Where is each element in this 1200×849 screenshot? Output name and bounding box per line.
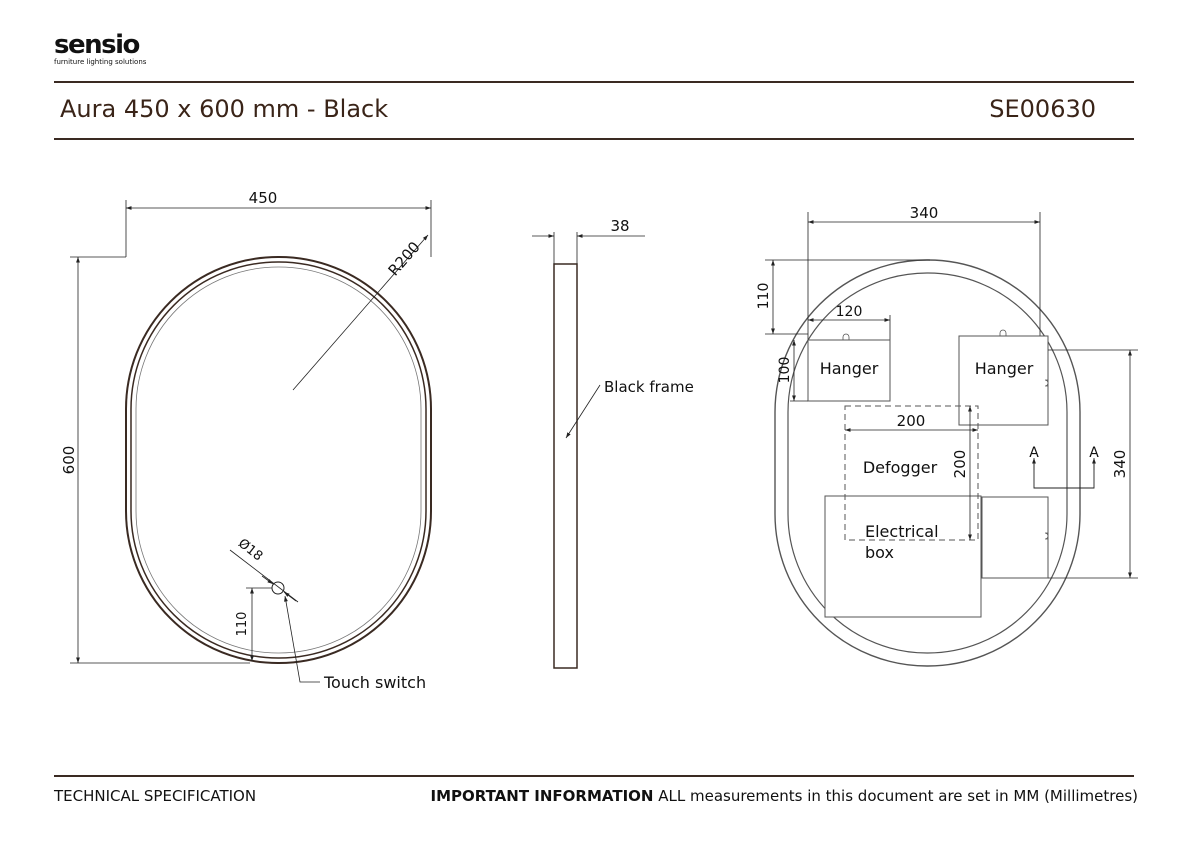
radius-leader-line (292, 234, 429, 391)
right-hanger (958, 335, 1049, 426)
defogger-width-label: 200 (897, 412, 926, 430)
hanger-spacing-label: 340 (910, 204, 939, 222)
mirror-outer-frame (125, 256, 432, 664)
depth-dimension-label: 38 (610, 217, 629, 235)
product-code: SE00630 (989, 95, 1096, 123)
footer-rule (54, 775, 1134, 777)
switch-diameter-leader (229, 549, 299, 603)
electrical-box-label-line2: box (865, 543, 894, 562)
black-frame-label: Black frame (604, 378, 694, 396)
rear-view: 340 110 120 Hanger 100 Hanger Electrical… (756, 204, 1138, 667)
hanger-height-label: 100 (777, 357, 793, 384)
side-profile (553, 263, 578, 669)
black-frame-leader (565, 384, 601, 439)
side-view: 38 Black frame (532, 217, 694, 669)
front-view: 450 600 R200 Ø18 110 Touch switch (60, 189, 432, 692)
header-bottom-rule (54, 138, 1134, 140)
footer-info: IMPORTANT INFORMATION ALL measurements i… (430, 787, 1138, 805)
hanger-width-label: 120 (836, 304, 863, 320)
switch-diameter-label: Ø18 (235, 536, 265, 564)
footer-info-heading: IMPORTANT INFORMATION (430, 787, 654, 805)
section-left-label: A (1029, 445, 1039, 461)
logo-wordmark: sensio (54, 30, 140, 60)
brand-logo: sensio furniture lighting solutions (54, 32, 146, 66)
left-hanger (807, 339, 891, 402)
footer-info-text: ALL measurements in this document are se… (653, 787, 1138, 805)
vertical-span-label: 340 (1111, 450, 1129, 479)
right-hanger-label: Hanger (975, 359, 1034, 378)
footer-spec-label: TECHNICAL SPECIFICATION (54, 787, 257, 805)
mirror-glass-edge (135, 266, 422, 654)
touch-switch-label: Touch switch (323, 673, 426, 692)
hanger-offset-label: 110 (756, 283, 772, 310)
width-dimension-label: 450 (249, 189, 278, 207)
touch-switch-leader (284, 595, 320, 683)
right-lower-bracket (981, 496, 1049, 579)
defogger-height-label: 200 (951, 450, 969, 479)
mirror-inner-frame (130, 261, 427, 659)
electrical-box (824, 495, 982, 618)
electrical-box-label-line1: Electrical (865, 522, 939, 541)
header-top-rule (54, 81, 1134, 83)
radius-label: R200 (385, 238, 424, 279)
left-hanger-label: Hanger (820, 359, 879, 378)
height-dimension-label: 600 (60, 446, 78, 475)
section-line (1033, 460, 1095, 489)
product-title: Aura 450 x 600 mm - Black (60, 95, 389, 123)
switch-offset-label: 110 (235, 612, 250, 637)
rear-inner-frame (787, 272, 1068, 654)
logo-tagline: furniture lighting solutions (54, 58, 147, 66)
defogger-label: Defogger (863, 458, 938, 477)
section-right-label: A (1089, 445, 1099, 461)
defogger-pad (844, 405, 979, 541)
